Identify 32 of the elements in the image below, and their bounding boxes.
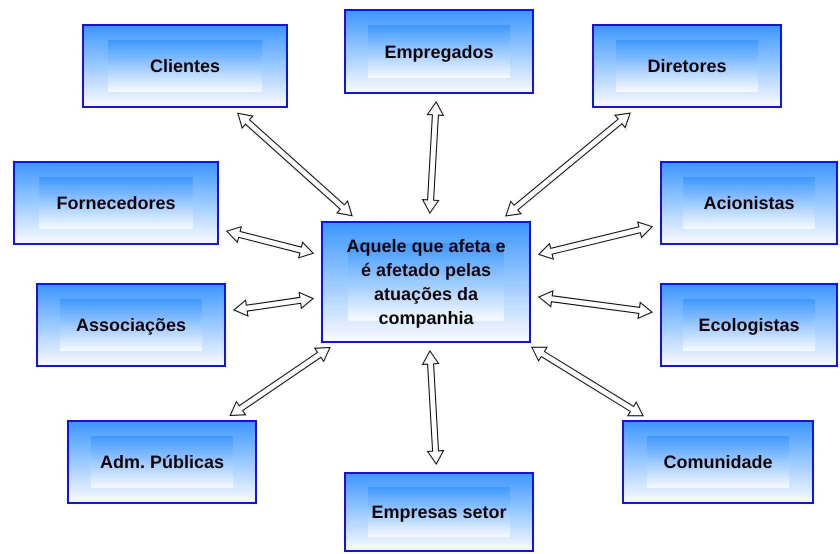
stakeholder-box <box>344 9 534 94</box>
stakeholder-box <box>622 420 814 504</box>
double-arrow <box>237 112 353 216</box>
box-label: Diretores <box>646 55 728 78</box>
stakeholder-box <box>321 221 531 343</box>
box-label: Comunidade <box>662 451 774 474</box>
box-label: Ecologistas <box>697 314 801 337</box>
double-arrow <box>505 112 631 216</box>
box-label: Fornecedores <box>55 192 177 215</box>
double-arrow <box>422 101 444 214</box>
box-label: Adm. Públicas <box>98 451 226 474</box>
stakeholder-box <box>344 472 534 552</box>
double-arrow <box>538 221 654 260</box>
double-arrow <box>229 346 331 416</box>
stakeholder-box <box>592 24 782 108</box>
box-label: Clientes <box>148 55 222 78</box>
double-arrow <box>538 290 654 320</box>
stakeholder-box <box>36 283 226 367</box>
box-label: Aquele que afeta e é afetado pelas atuações da companhia <box>345 235 507 330</box>
stakeholder-box <box>67 420 257 504</box>
box-label: Associações <box>74 314 188 337</box>
stakeholder-box <box>660 283 838 367</box>
box-label: Acionistas <box>702 192 796 215</box>
double-arrow <box>422 350 444 465</box>
double-arrow <box>531 346 644 416</box>
double-arrow <box>226 226 314 259</box>
box-label: Empregados <box>383 40 495 64</box>
stakeholder-box <box>660 161 838 245</box>
stakeholder-box <box>13 161 219 245</box>
double-arrow <box>232 292 314 317</box>
stakeholder-box <box>82 24 288 108</box>
box-label: Empresas setor <box>370 501 508 524</box>
